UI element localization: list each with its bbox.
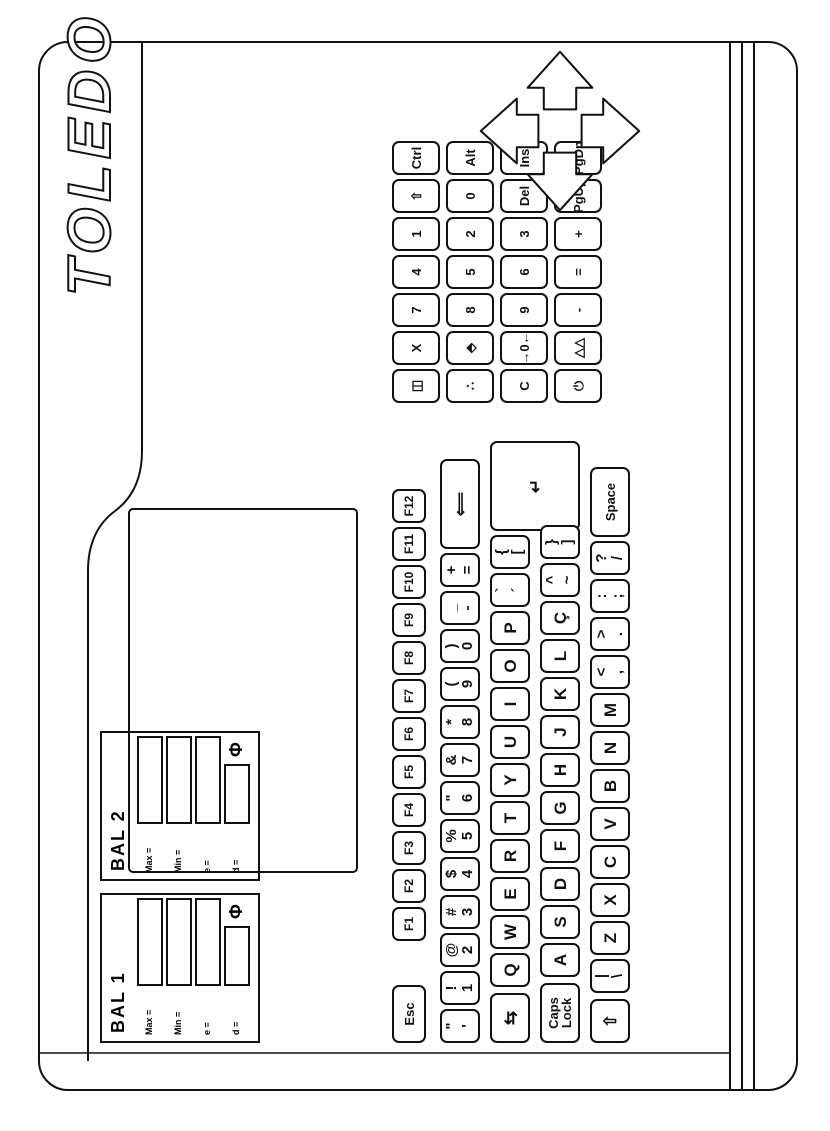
arrow-down-icon[interactable]	[526, 151, 594, 212]
arrow-up-icon[interactable]	[526, 50, 594, 111]
arrow-right-icon[interactable]	[580, 97, 641, 165]
arrow-left-icon[interactable]	[479, 97, 540, 165]
